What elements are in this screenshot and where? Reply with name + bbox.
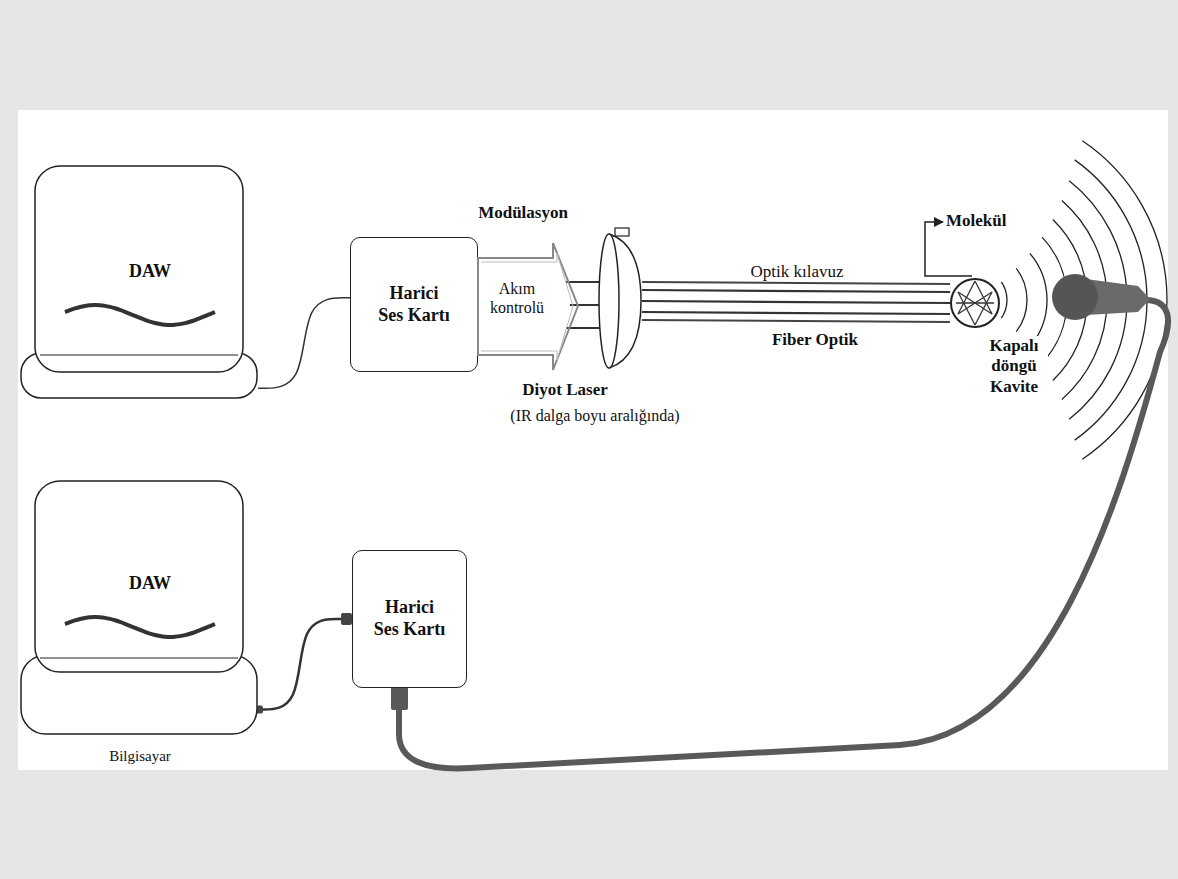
- microphone: [1052, 274, 1150, 320]
- diode-laser-outline: [597, 232, 642, 370]
- computer-label: Bilgisayar: [70, 747, 210, 765]
- node-text: Modülasyon: [438, 203, 608, 223]
- node-text: DAW: [80, 573, 220, 595]
- white-panel: [18, 110, 1168, 770]
- closed-loop-cavity-outline: [950, 278, 1000, 328]
- node-text: Akım kontrolü: [482, 279, 552, 317]
- laptop-daw-outline: [20, 165, 258, 400]
- node-text: Kapalı döngü Kavite: [980, 336, 1048, 397]
- optical-guide-label: Optik kılavuz: [717, 262, 877, 282]
- laptop-daw: DAW: [20, 165, 258, 400]
- diode-laser: Diyot Laser(IR dalga boyu aralığında): [597, 232, 642, 370]
- molecule-label: Molekül: [946, 211, 1036, 231]
- sound-card: Harici Ses Kartı: [350, 237, 478, 372]
- modulation-arrow: ModülasyonAkım kontrolü: [478, 243, 578, 370]
- node-text: Harici Ses Kartı: [378, 283, 450, 326]
- microphone-cable: [399, 300, 1168, 768]
- sound-card: Harici Ses Kartı: [352, 550, 467, 688]
- node-text: DAW: [80, 261, 220, 283]
- node-text: Harici Ses Kartı: [374, 597, 446, 640]
- laptop-daw-outline: [20, 480, 258, 735]
- fiber-optic-label: Fiber Optik: [735, 330, 895, 350]
- laptop-daw: DAW: [20, 480, 258, 735]
- fiber-optic-bundle: [642, 290, 950, 314]
- node-text: Diyot Laser: [490, 380, 640, 400]
- usb-cable: [258, 298, 350, 389]
- closed-loop-cavity: Kapalı döngü Kavite: [950, 278, 1000, 328]
- node-text: (IR dalga boyu aralığında): [495, 406, 695, 425]
- usb-cable: [256, 613, 352, 714]
